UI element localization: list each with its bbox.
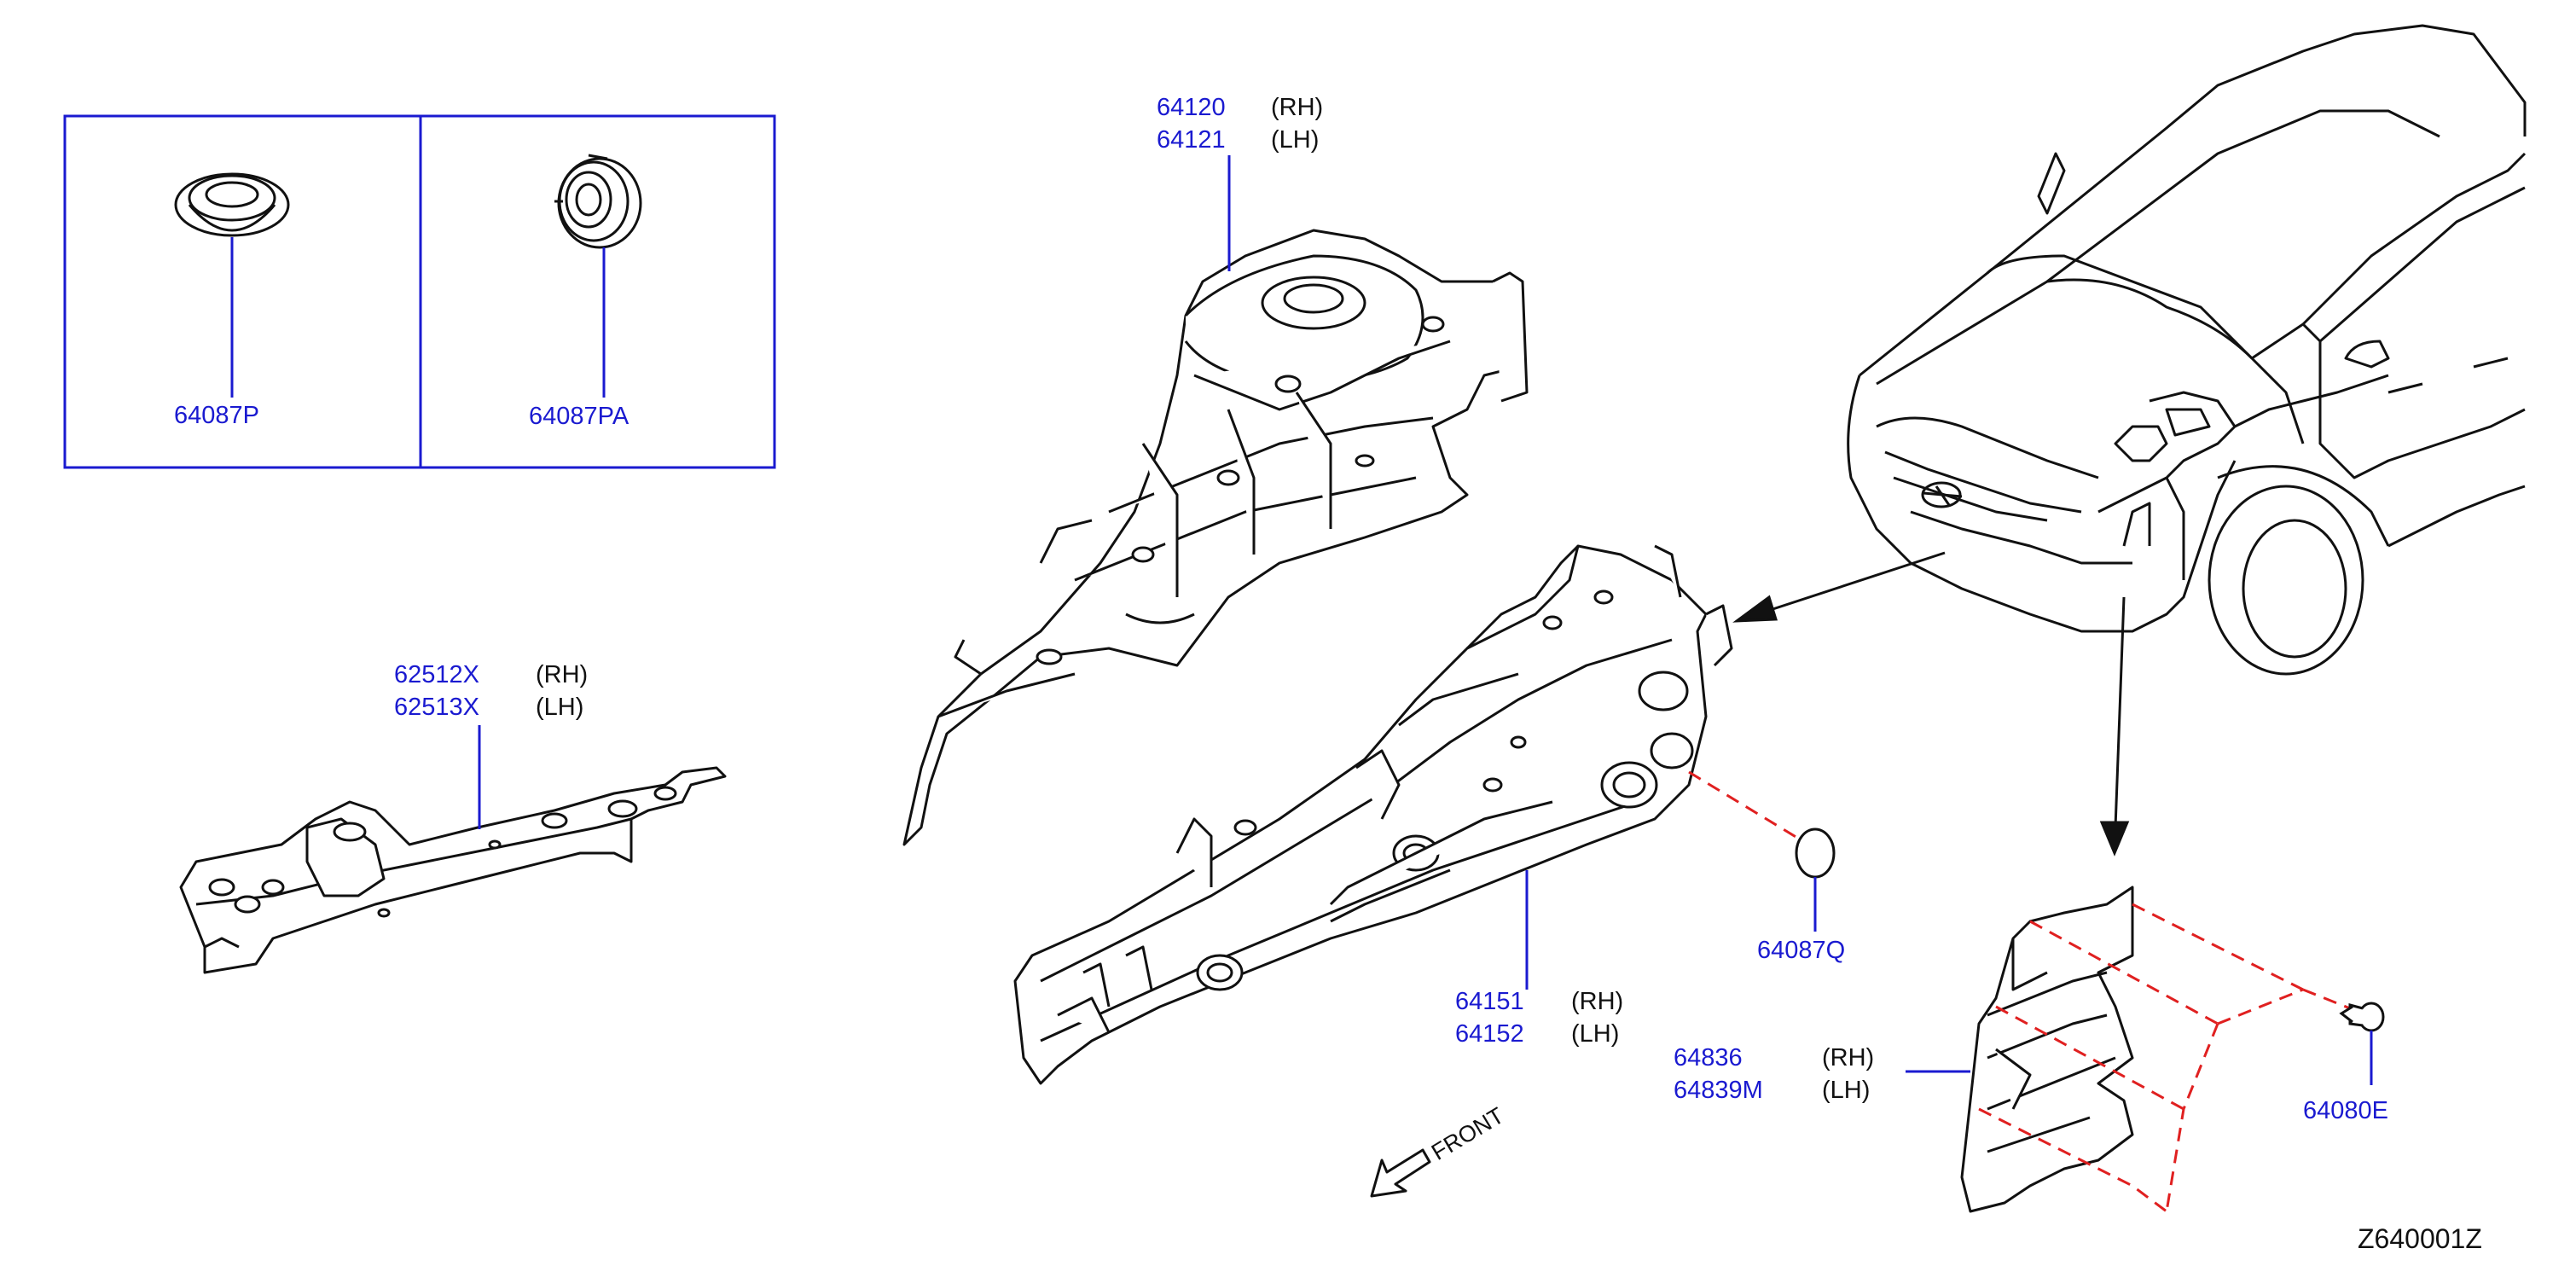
- part-number-64087PA: 64087PA: [529, 403, 629, 430]
- part-number-62512X: 62512X: [394, 661, 479, 688]
- side-label-rh: (RH): [1822, 1044, 1875, 1071]
- side-label-rh: (RH): [1571, 988, 1624, 1015]
- core-support-assembly: [179, 766, 727, 974]
- dashed-64087Q: [1688, 770, 1802, 842]
- part-number-64087P: 64087P: [174, 402, 259, 429]
- part-number-64839M: 64839M: [1674, 1077, 1763, 1104]
- side-label-rh: (RH): [1271, 94, 1324, 121]
- part-number-64152: 64152: [1455, 1020, 1524, 1048]
- part-number-64151: 64151: [1455, 988, 1524, 1015]
- splash-shield: [1960, 886, 2134, 1213]
- side-label-lh: (LH): [1571, 1020, 1620, 1048]
- part-number-64080E: 64080E: [2303, 1097, 2388, 1124]
- dashed-shield-outline: [1978, 903, 2364, 1213]
- side-member-assembly: [1013, 544, 1733, 1085]
- side-label-lh: (LH): [536, 694, 584, 721]
- front-arrow-icon: [1370, 1148, 1431, 1198]
- part-number-64120: 64120: [1157, 94, 1226, 121]
- vehicle-icon: [1847, 24, 2527, 676]
- part-number-64087Q: 64087Q: [1757, 937, 1846, 964]
- inset-box: [63, 114, 776, 469]
- grommet-icon: [174, 172, 290, 237]
- diagram-reference-number: Z640001Z: [2358, 1223, 2482, 1254]
- callout-arrows: [1732, 551, 2130, 857]
- clip-icon: [2339, 1002, 2385, 1032]
- side-label-rh: (RH): [536, 661, 589, 688]
- plug-icon: [554, 154, 642, 249]
- part-number-62513X: 62513X: [394, 694, 479, 721]
- part-number-64836: 64836: [1674, 1044, 1743, 1071]
- strut-housing-assembly: [902, 229, 1529, 846]
- side-label-lh: (LH): [1271, 126, 1320, 154]
- part-number-64121: 64121: [1157, 126, 1226, 154]
- side-label-lh: (LH): [1822, 1077, 1871, 1104]
- grommet-64087Q-icon: [1795, 828, 1836, 879]
